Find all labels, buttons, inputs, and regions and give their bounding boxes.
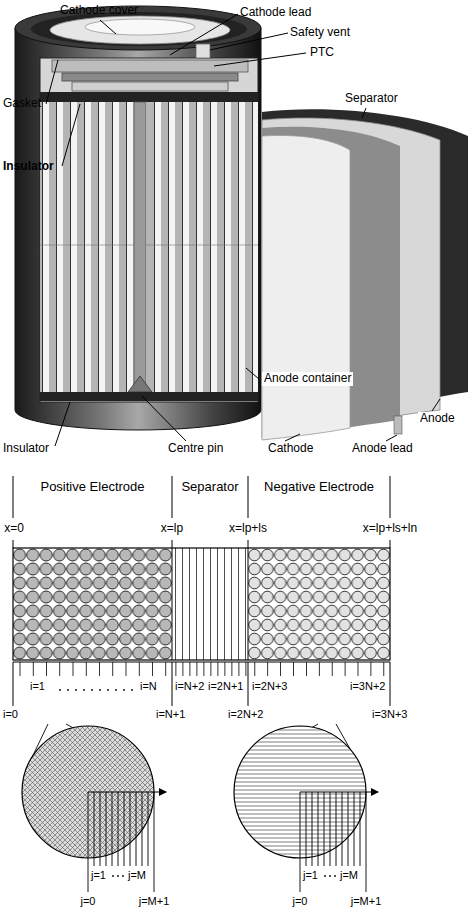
region-heading: Positive Electrode: [40, 480, 144, 495]
part-label: Centre pin: [168, 442, 223, 456]
node-index: i=N: [140, 680, 157, 693]
part-label: Separator: [345, 92, 398, 106]
part-label: PTC: [310, 46, 334, 60]
position-label: x=lp+ls: [229, 522, 267, 536]
part-label: Anode container: [262, 372, 353, 386]
node-index: i=2N+2: [228, 708, 263, 721]
node-index: i=N+1: [156, 708, 185, 721]
node-index: i=1: [30, 680, 45, 693]
node-index: i=3N+2: [350, 680, 385, 693]
node-index: i=0: [3, 708, 18, 721]
radial-index: j=M+1: [351, 895, 382, 908]
position-label: x=lp+ls+ln: [363, 522, 417, 536]
radial-index: j=0: [81, 895, 96, 908]
part-label: Cathode lead: [240, 6, 311, 20]
part-label: Cathode: [268, 442, 313, 456]
position-label: x=lp: [161, 522, 183, 536]
radial-index: j=M+1: [139, 895, 170, 908]
part-label: Anode lead: [352, 442, 413, 456]
part-label: Anode: [418, 412, 457, 426]
node-index: i=2N+1: [208, 680, 243, 693]
radial-index: j=1: [303, 869, 318, 882]
node-index: i=N+2: [175, 680, 204, 693]
radial-index: j=1: [91, 869, 106, 882]
part-label: Insulator: [3, 160, 54, 174]
radial-index: j=M: [340, 869, 358, 882]
radial-index: j=0: [293, 895, 308, 908]
node-index: i=3N+3: [372, 708, 407, 721]
node-index: i=2N+3: [252, 680, 287, 693]
part-label: Insulator: [3, 442, 49, 456]
region-heading: Negative Electrode: [264, 480, 374, 495]
region-heading: Separator: [181, 480, 238, 495]
part-label: Gasket: [3, 97, 41, 111]
radial-index: j=M: [128, 869, 146, 882]
part-label: Cathode cover: [60, 4, 138, 18]
position-label: x=0: [4, 522, 24, 536]
part-label: Safety vent: [290, 26, 350, 40]
